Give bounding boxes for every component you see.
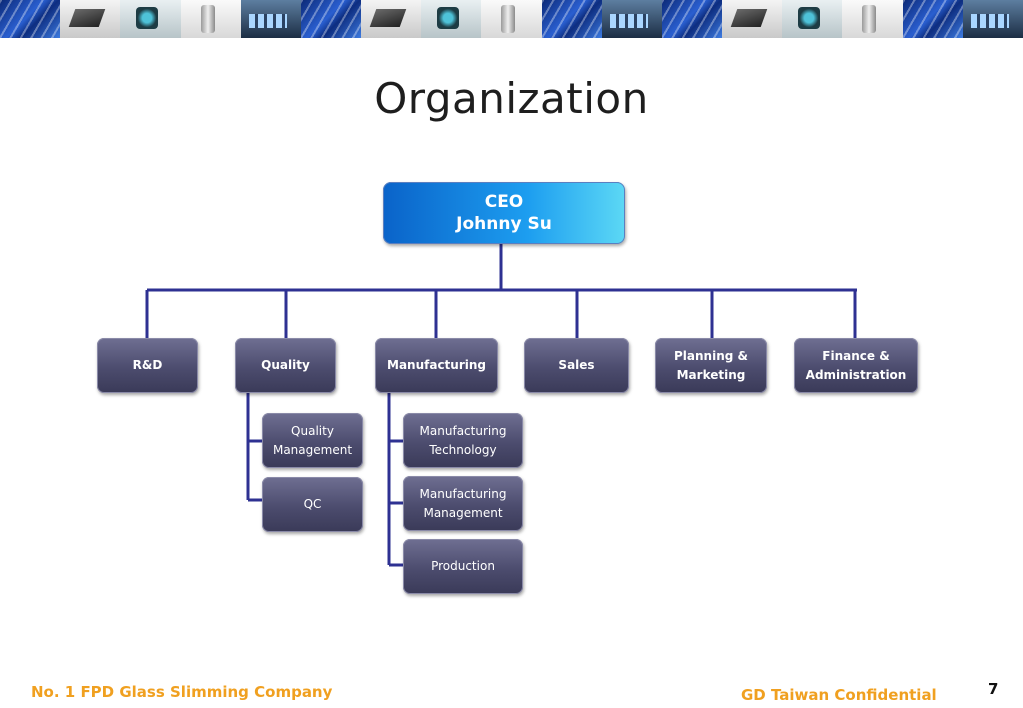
unit-label: Quality (291, 423, 334, 438)
banner-image-tile (481, 0, 542, 38)
slide-title: Organization (374, 74, 649, 123)
banner-image-tile (300, 0, 362, 38)
banner-image-tile (782, 0, 843, 38)
banner-image-tile (120, 0, 181, 38)
dept-box-rnd: R&D (97, 338, 198, 393)
banner-image-tile (541, 0, 602, 38)
dept-label: Manufacturing (387, 358, 486, 372)
dept-label: Planning & (674, 348, 748, 363)
banner-image-tile (180, 0, 241, 38)
banner-image-tile (601, 0, 662, 38)
dept-label: R&D (132, 358, 163, 372)
dept-box-finance-administration: Finance & Administration (794, 338, 918, 393)
footer-confidential: GD Taiwan Confidential (741, 686, 937, 704)
ceo-name: Johnny Su (456, 214, 552, 234)
header-banner (0, 0, 1023, 38)
dept-label-2: Marketing (676, 367, 746, 382)
ceo-box: CEO Johnny Su (383, 182, 625, 244)
unit-label: Production (431, 559, 495, 573)
banner-image-tile (902, 0, 963, 38)
banner-image-tile (722, 0, 783, 38)
unit-label: Manufacturing (419, 486, 507, 501)
banner-image-tile (842, 0, 903, 38)
dept-box-sales: Sales (524, 338, 629, 393)
dept-label: Quality (261, 358, 310, 372)
dept-label-2: Administration (805, 367, 907, 382)
unit-box-qc: QC (262, 477, 363, 532)
dept-label: Finance & (822, 348, 890, 363)
banner-image-tile (60, 0, 121, 38)
ceo-role: CEO (484, 192, 524, 212)
banner-image-tile (240, 0, 301, 38)
unit-label: Manufacturing (419, 423, 507, 438)
banner-image-tile (361, 0, 422, 38)
unit-label-2: Management (272, 442, 353, 457)
banner-image-tile (421, 0, 482, 38)
banner-image-tile (962, 0, 1023, 38)
dept-box-planning-marketing: Planning & Marketing (655, 338, 767, 393)
dept-box-manufacturing: Manufacturing (375, 338, 498, 393)
unit-box-production: Production (403, 539, 523, 594)
connector-group (145, 244, 857, 567)
dept-box-quality: Quality (235, 338, 336, 393)
unit-label-2: Management (423, 505, 503, 520)
page-number: 7 (988, 680, 999, 698)
unit-label-2: Technology (429, 442, 497, 457)
banner-image-tile (661, 0, 723, 38)
dept-label: Sales (558, 358, 595, 372)
banner-image-tile (0, 0, 61, 38)
unit-label: QC (303, 497, 322, 511)
footer-tagline: No. 1 FPD Glass Slimming Company (31, 683, 333, 701)
